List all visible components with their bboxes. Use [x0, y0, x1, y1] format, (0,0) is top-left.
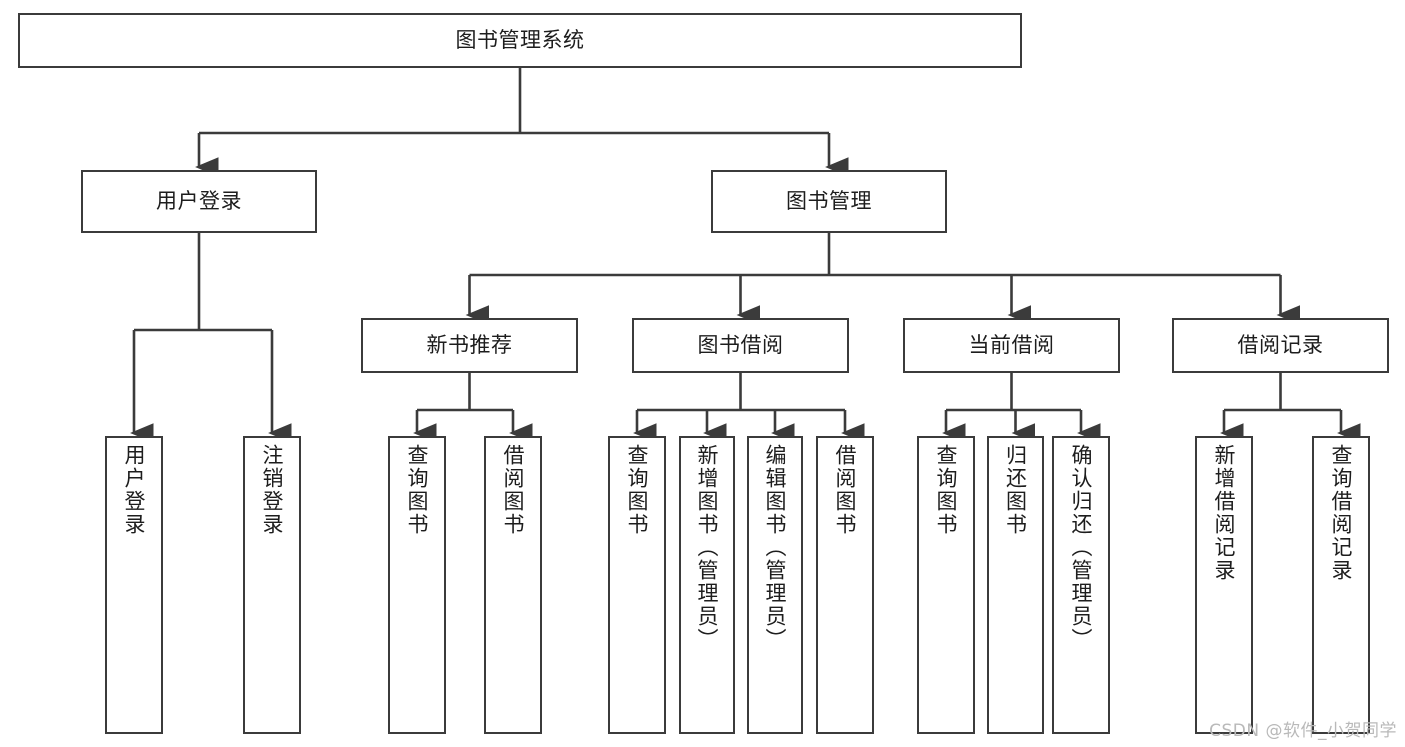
node-leaf-logout-login[interactable]: 注销登录: [243, 436, 301, 734]
node-leaf-query-book-3-label: 查询图书: [934, 444, 958, 536]
node-user-login-label: 用户登录: [156, 188, 242, 213]
node-leaf-query-book-3[interactable]: 查询图书: [917, 436, 975, 734]
node-leaf-borrow-book-2-label: 借阅图书: [833, 444, 857, 536]
node-new-book-recommend[interactable]: 新书推荐: [361, 318, 578, 373]
node-book-borrow[interactable]: 图书借阅: [632, 318, 849, 373]
node-root-图书管理系统[interactable]: 图书管理系统: [18, 13, 1022, 68]
node-new-book-recommend-label: 新书推荐: [426, 332, 513, 357]
node-borrow-record-label: 借阅记录: [1237, 332, 1324, 357]
node-leaf-edit-book[interactable]: 编辑图书（管理员）: [747, 436, 803, 734]
node-leaf-query-borrow-record-label: 查询借阅记录: [1329, 444, 1353, 582]
node-leaf-user-login[interactable]: 用户登录: [105, 436, 163, 734]
node-leaf-borrow-book-1[interactable]: 借阅图书: [484, 436, 542, 734]
node-leaf-confirm-return[interactable]: 确认归还（管理员）: [1052, 436, 1110, 734]
node-leaf-query-book-1[interactable]: 查询图书: [388, 436, 446, 734]
node-leaf-borrow-book-2[interactable]: 借阅图书: [816, 436, 874, 734]
node-leaf-return-book[interactable]: 归还图书: [987, 436, 1044, 734]
node-leaf-add-book-label: 新增图书（管理员）: [695, 444, 719, 651]
node-user-login[interactable]: 用户登录: [81, 170, 317, 233]
node-current-borrow-label: 当前借阅: [968, 332, 1055, 357]
node-leaf-add-borrow-record[interactable]: 新增借阅记录: [1195, 436, 1253, 734]
node-borrow-record[interactable]: 借阅记录: [1172, 318, 1389, 373]
node-current-borrow[interactable]: 当前借阅: [903, 318, 1120, 373]
node-leaf-logout-login-label: 注销登录: [260, 444, 284, 536]
node-leaf-add-book[interactable]: 新增图书（管理员）: [679, 436, 735, 734]
node-leaf-query-borrow-record[interactable]: 查询借阅记录: [1312, 436, 1370, 734]
node-leaf-return-book-label: 归还图书: [1003, 444, 1028, 536]
node-leaf-query-book-1-label: 查询图书: [405, 444, 429, 536]
node-leaf-edit-book-label: 编辑图书（管理员）: [763, 444, 787, 651]
node-book-manage[interactable]: 图书管理: [711, 170, 947, 233]
node-leaf-user-login-label: 用户登录: [122, 444, 146, 536]
node-root-图书管理系统-label: 图书管理系统: [455, 27, 585, 52]
node-leaf-add-borrow-record-label: 新增借阅记录: [1212, 444, 1236, 582]
node-book-manage-label: 图书管理: [786, 188, 872, 213]
node-leaf-query-book-2-label: 查询图书: [625, 444, 649, 536]
node-leaf-borrow-book-1-label: 借阅图书: [501, 444, 525, 536]
node-leaf-query-book-2[interactable]: 查询图书: [608, 436, 666, 734]
node-book-borrow-label: 图书借阅: [697, 332, 784, 357]
node-leaf-confirm-return-label: 确认归还（管理员）: [1069, 444, 1093, 651]
